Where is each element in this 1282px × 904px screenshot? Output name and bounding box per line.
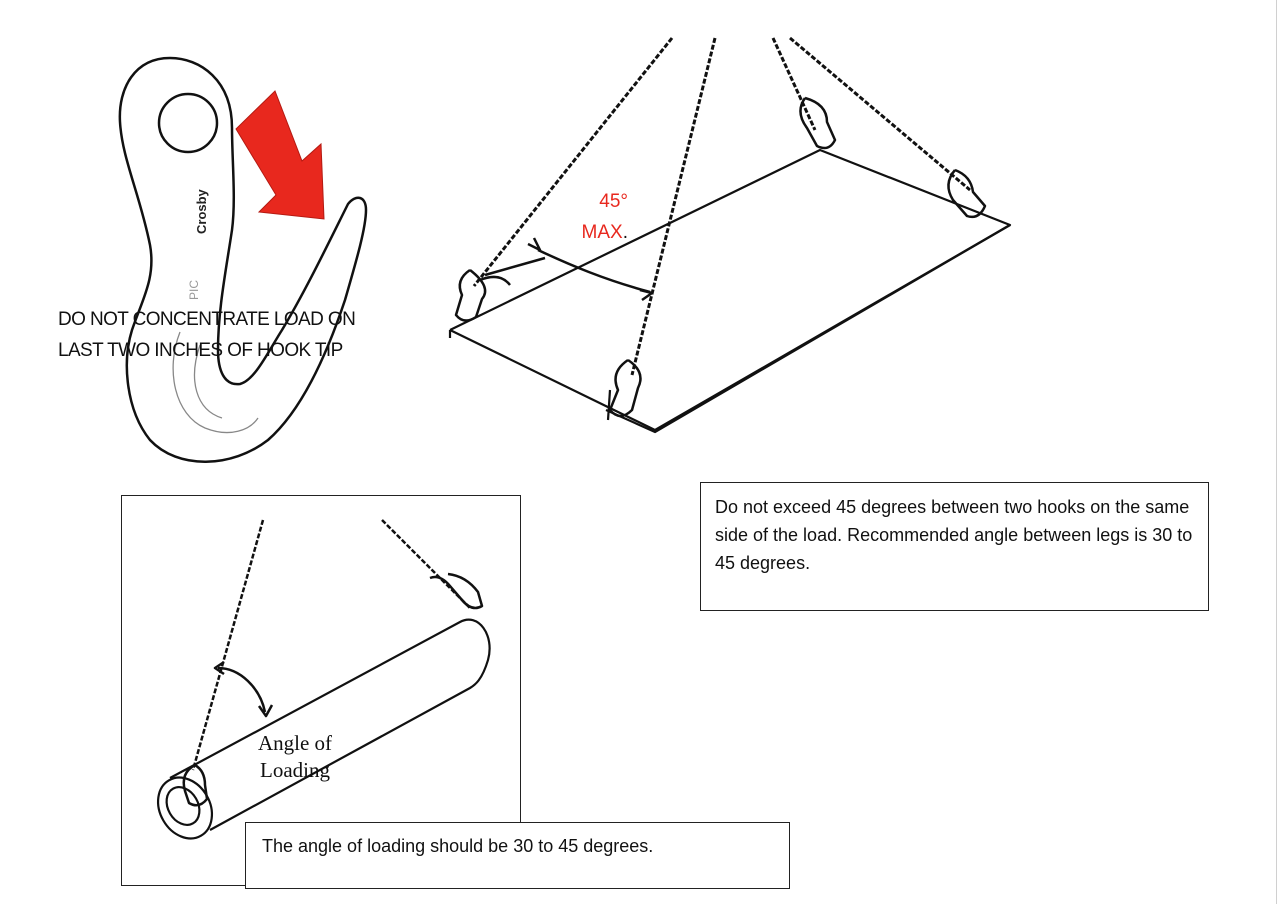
angle-label-line2: Loading (260, 758, 330, 782)
hook-size-stamp: PIC (187, 280, 201, 300)
pipe-sling-illustration (156, 519, 491, 840)
sling-hooks (454, 96, 987, 418)
sling-angle-callout: Do not exceed 45 degrees between two hoo… (700, 482, 1209, 611)
hook-inner-groove (172, 331, 259, 434)
page-right-border (1276, 0, 1277, 904)
angle-of-loading-label: Angle of Loading (240, 730, 350, 784)
sling-angle-value: 45° (599, 191, 628, 212)
pipe-hooks (182, 572, 484, 807)
pipe-chains (191, 519, 471, 771)
hook-brand-stamp: Crosby (194, 188, 209, 234)
angle-label-line1: Angle of (257, 731, 333, 755)
grab-hook-illustration (118, 56, 368, 463)
pipe-angle-arc (213, 660, 274, 718)
hook-tip-arrow (235, 90, 325, 220)
sling-chains (472, 36, 971, 376)
hook-warning-line1: DO NOT CONCENTRATE LOAD ON (58, 309, 356, 330)
sling-angle-max: MAX (581, 222, 623, 243)
hook-eye (157, 92, 219, 154)
sling-angle-arc (484, 237, 654, 302)
hook-warning-line2: LAST TWO INCHES OF HOOK TIP (58, 340, 343, 361)
hook-outline (118, 56, 368, 463)
load-box (448, 148, 1012, 434)
four-leg-sling-illustration (448, 36, 1012, 434)
sling-angle-label: 45° MAX. (568, 186, 628, 248)
hook-tip-warning: DO NOT CONCENTRATE LOAD ON LAST TWO INCH… (58, 304, 458, 366)
loading-angle-callout: The angle of loading should be 30 to 45 … (245, 822, 790, 889)
sling-angle-period: . (622, 222, 628, 243)
